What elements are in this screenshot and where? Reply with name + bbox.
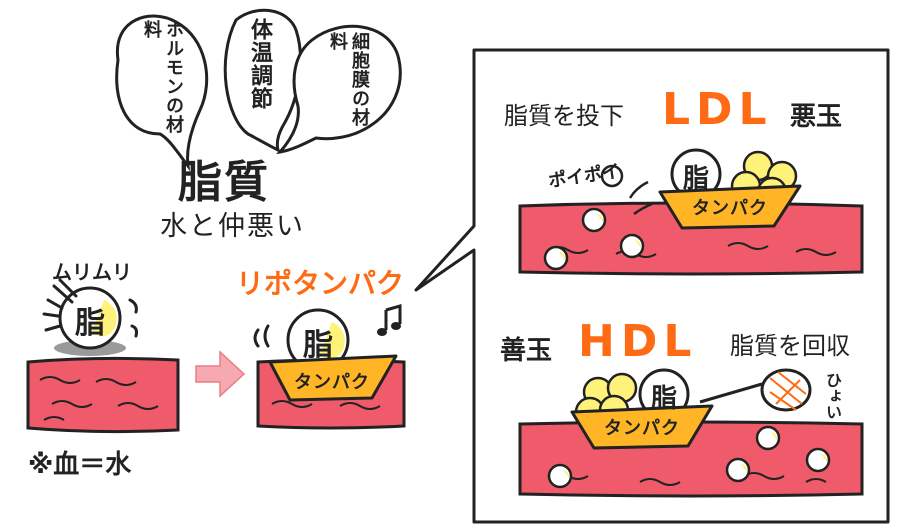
blood-stream-left [26,356,180,434]
protein-boat-middle [268,354,398,402]
thought-cloud-temperature [223,8,302,153]
transition-arrow [195,350,246,398]
scoop-net-icon [699,368,812,412]
left-note: ※血＝水 [28,450,132,480]
ldl-caption: 脂質を投下 [504,102,624,130]
middle-protein-label: タンパク [294,372,370,393]
protein-boat-hdl [570,404,714,450]
cloud-text-temperature: 体温調節 [247,18,272,110]
hdl-sound-text: ひょい [823,372,842,420]
fat-ball-middle [286,308,350,372]
cloud-text-membrane: 細胞膜の材料 [327,32,370,127]
hdl-caption: 脂質を回収 [730,332,850,360]
sweat-lines-left [42,278,138,338]
music-note-icon [377,304,402,336]
hdl-role: 善玉 [500,336,553,366]
ldl-protein-label: タンパク [692,198,768,219]
ldl-fat-label: 脂 [682,164,709,194]
hdl-title: HDL [578,316,698,367]
page-title: 脂質 [178,157,270,208]
happy-lines-middle [253,324,270,348]
cloud-text-hormone: ホルモンの材料 [141,20,184,134]
left-sound-text: ムリムリ [52,260,132,284]
ldl-title: LDL [662,84,773,135]
left-fat-label: 脂 [75,306,105,341]
fat-ball-left [58,286,122,350]
middle-fat-label: 脂 [303,328,333,363]
hdl-fat-label: 脂 [650,384,677,414]
thought-cloud-membrane [276,24,402,155]
released-fat-drops-ldl [543,164,653,271]
ldl-role: 悪玉 [790,102,843,132]
floating-fat-drops-hdl [547,425,831,489]
protein-boat-ldl [658,184,802,230]
thought-cloud-hormone [115,14,209,172]
middle-title: リポタンパク [236,267,405,300]
hdl-protein-label: タンパク [604,418,680,439]
page-subtitle: 水と仲悪い [160,211,305,242]
